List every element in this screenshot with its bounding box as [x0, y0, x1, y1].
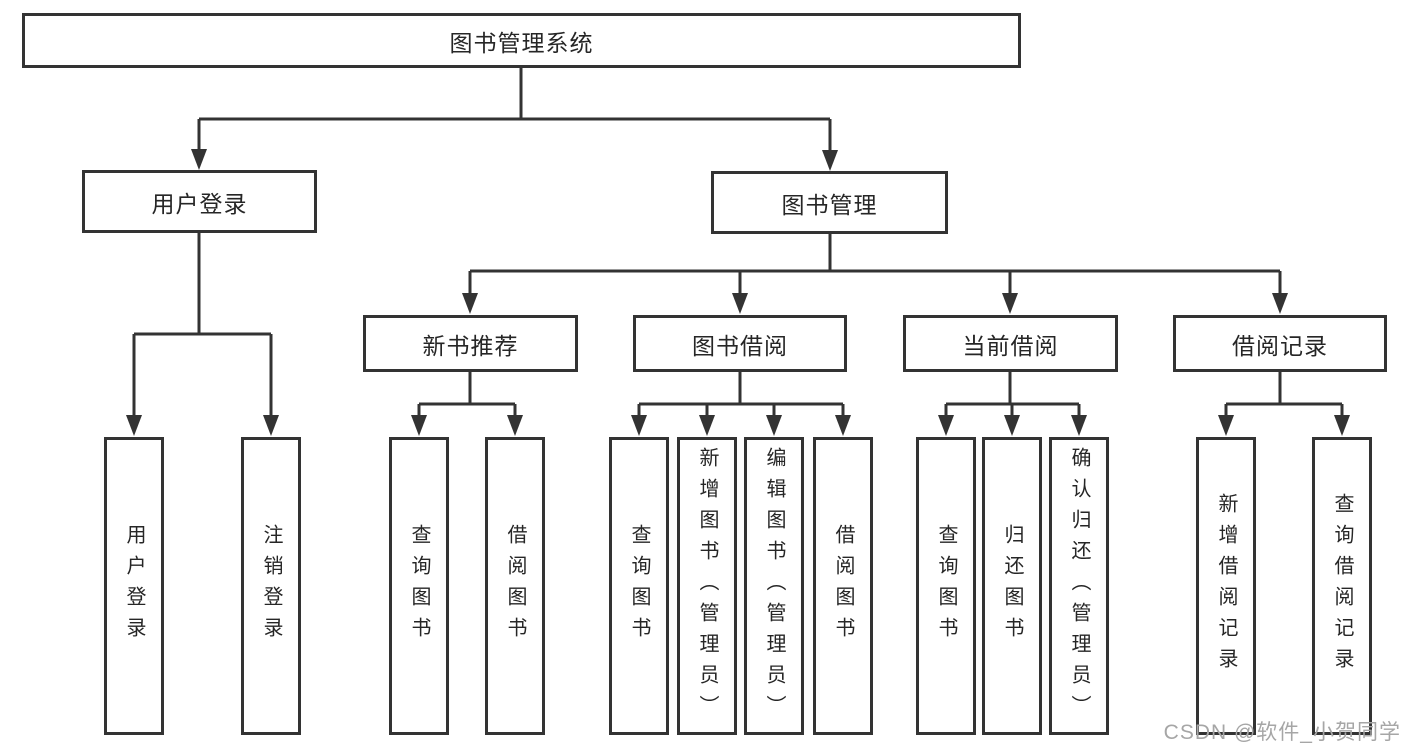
node-current-borrow-label: 当前借阅: [962, 332, 1059, 359]
leaf-user-login: 用户登录: [104, 437, 164, 735]
leaf-return-books-label: 归还图书: [1001, 524, 1023, 648]
leaf-edit-book-admin: 编辑图书（管理员）: [744, 437, 804, 735]
node-borrow-records-label: 借阅记录: [1232, 332, 1328, 359]
leaf-query-books-recommend-label: 查询图书: [408, 524, 430, 648]
leaf-query-books-borrow: 查询图书: [609, 437, 669, 735]
node-new-book-recommend: 新书推荐: [363, 315, 578, 372]
node-root-label: 图书管理系统: [449, 29, 594, 56]
leaf-user-login-label: 用户登录: [123, 524, 145, 648]
leaf-query-books-current-label: 查询图书: [935, 524, 957, 648]
leaf-add-book-admin: 新增图书（管理员）: [677, 437, 737, 735]
leaf-query-borrow-record: 查询借阅记录: [1312, 437, 1372, 735]
node-book-borrow: 图书借阅: [633, 315, 847, 372]
node-user-login: 用户登录: [82, 170, 317, 233]
leaf-borrow-books-label: 借阅图书: [832, 524, 854, 648]
node-book-management: 图书管理: [711, 171, 948, 234]
leaf-add-borrow-record: 新增借阅记录: [1196, 437, 1256, 735]
leaf-query-borrow-record-label: 查询借阅记录: [1331, 493, 1353, 679]
node-user-login-label: 用户登录: [151, 190, 248, 217]
leaf-return-books: 归还图书: [982, 437, 1042, 735]
node-current-borrow: 当前借阅: [903, 315, 1118, 372]
leaf-query-books-borrow-label: 查询图书: [628, 524, 650, 648]
watermark: CSDN @软件_小贺同学: [1163, 721, 1401, 744]
node-borrow-records: 借阅记录: [1173, 315, 1387, 372]
leaf-confirm-return-admin: 确认归还（管理员）: [1049, 437, 1109, 735]
leaf-edit-book-admin-label: 编辑图书（管理员）: [763, 446, 785, 726]
leaf-confirm-return-admin-label: 确认归还（管理员）: [1068, 446, 1090, 726]
node-root: 图书管理系统: [22, 13, 1021, 68]
leaf-add-borrow-record-label: 新增借阅记录: [1215, 493, 1237, 679]
leaf-add-book-admin-label: 新增图书（管理员）: [696, 446, 718, 726]
leaf-logout: 注销登录: [241, 437, 301, 735]
node-book-management-label: 图书管理: [781, 191, 878, 218]
leaf-query-books-recommend: 查询图书: [389, 437, 449, 735]
leaf-query-books-current: 查询图书: [916, 437, 976, 735]
leaf-logout-label: 注销登录: [260, 524, 282, 648]
leaf-borrow-books-recommend: 借阅图书: [485, 437, 545, 735]
leaf-borrow-books: 借阅图书: [813, 437, 873, 735]
node-new-book-recommend-label: 新书推荐: [422, 332, 519, 359]
leaf-borrow-books-recommend-label: 借阅图书: [504, 524, 526, 648]
node-book-borrow-label: 图书借阅: [692, 332, 788, 359]
